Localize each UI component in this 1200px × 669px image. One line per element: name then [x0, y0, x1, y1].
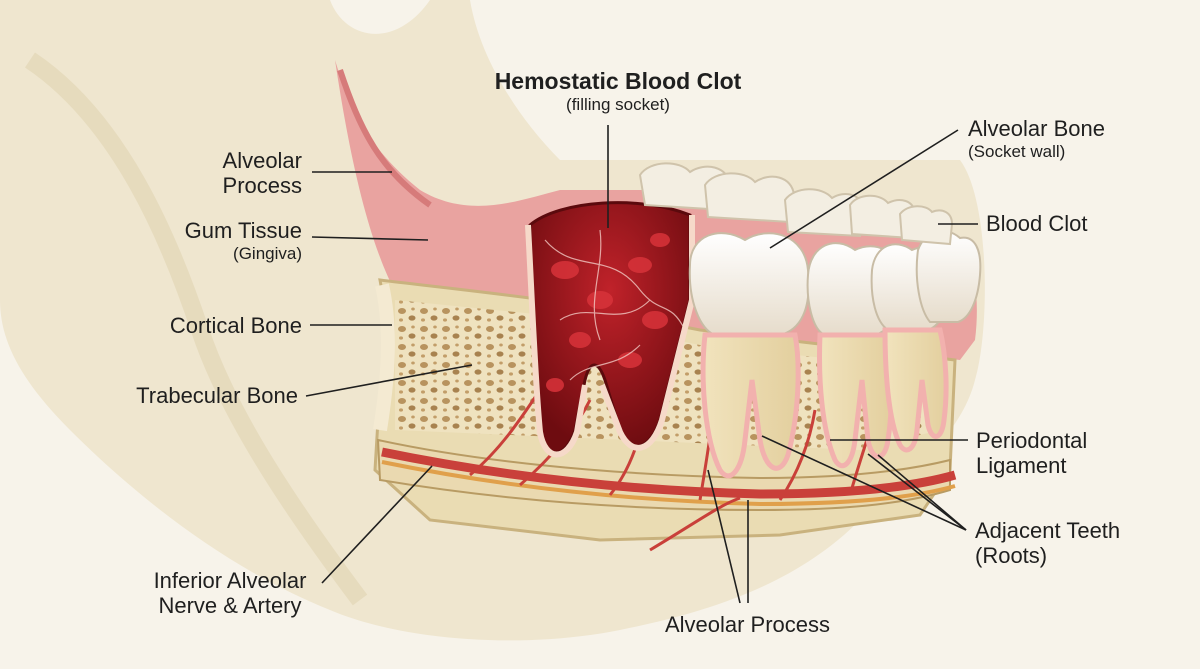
leader-trabecular-bone [305, 364, 473, 397]
leader-gum-tissue [311, 236, 429, 241]
label-adjacent-teeth: Adjacent Teeth (Roots) [975, 518, 1121, 568]
label-alveolar-process-bottom: Alveolar Process [664, 612, 831, 637]
leader-nerve-artery [321, 465, 433, 584]
adjacent-teeth-crowns [638, 162, 982, 336]
label-trabecular-bone: Trabecular Bone [136, 383, 298, 408]
leader-adjacent-2 [867, 453, 967, 531]
leader-adjacent-1 [761, 435, 967, 531]
title-sub: (filling socket) [566, 95, 670, 114]
title-label: Hemostatic Blood Clot (filling socket) [488, 69, 748, 115]
leader-adjacent-3 [877, 454, 967, 531]
adjacent-teeth-roots [700, 327, 949, 479]
label-cortical-bone: Cortical Bone [169, 313, 302, 338]
label-alveolar-process-top: Alveolar Process [222, 148, 302, 198]
leader-alveolar-process-bottom-1 [707, 469, 741, 604]
label-gum-tissue: Gum Tissue (Gingiva) [184, 218, 302, 263]
label-periodontal-ligament: Periodontal Ligament [976, 428, 1088, 478]
label-blood-clot: Blood Clot [986, 211, 1088, 236]
label-alveolar-bone: Alveolar Bone (Socket wall) [968, 116, 1105, 161]
label-nerve-artery: Inferior Alveolar Nerve & Artery [153, 568, 307, 618]
title-main: Hemostatic Blood Clot [494, 68, 742, 94]
nerve-artery-vessel [381, 447, 957, 499]
leader-alveolar-bone [769, 129, 959, 249]
